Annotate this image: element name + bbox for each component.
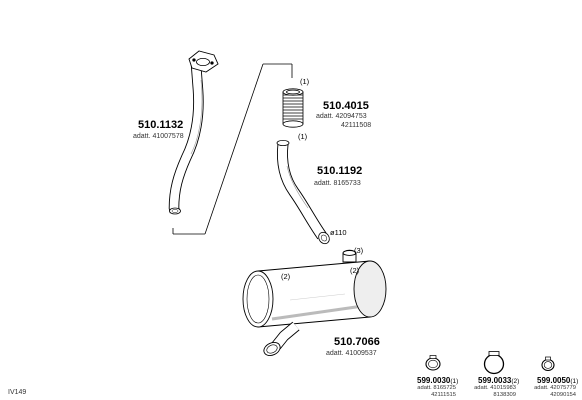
callout-510-1192: (1) xyxy=(298,132,308,141)
adaptable-599-0030-ref2: 42111515 xyxy=(431,392,456,398)
adaptable-510-1192: adatt. 8165733 xyxy=(314,180,361,187)
adaptable-510-7066: adatt. 41009537 xyxy=(326,350,377,357)
part-number-510-1192[interactable]: 510.1192 xyxy=(317,165,363,177)
flexible-pipe-510-4015[interactable] xyxy=(282,88,304,128)
adaptable-599-0030: adatt. 8165725 xyxy=(417,385,456,391)
group-bracket xyxy=(172,63,293,235)
adaptable-599-0050-ref2: 42090154 xyxy=(550,392,576,398)
adaptable-599-0033: adatt. 41015983 xyxy=(474,385,516,391)
diameter-label: ø110 xyxy=(330,228,347,237)
part-number-599-0050[interactable]: 599.0050(1) xyxy=(537,376,579,385)
callout-510-4015: (1) xyxy=(300,77,310,86)
diagram-code: IV149 xyxy=(8,389,27,396)
part-number-510-7066[interactable]: 510.7066 xyxy=(334,336,380,348)
adaptable-510-1132: adatt. 41007578 xyxy=(133,133,184,140)
callout-510-7066-2a: (2) xyxy=(281,272,291,281)
part-number-599-0030[interactable]: 599.0030(1) xyxy=(417,376,459,385)
clamp-599-0033-icon[interactable] xyxy=(483,351,505,375)
adaptable-510-4015-ref2: 42111508 xyxy=(341,122,372,129)
intermediate-pipe-510-1192[interactable] xyxy=(276,139,332,245)
adaptable-599-0050: adatt. 42075779 xyxy=(534,385,576,391)
downpipe-510-1132[interactable] xyxy=(168,50,219,215)
silencer-510-7066[interactable] xyxy=(242,249,387,358)
part-number-510-4015[interactable]: 510.4015 xyxy=(323,100,369,112)
callout-510-7066-3: (3) xyxy=(354,246,364,255)
clamp-599-0050-icon[interactable] xyxy=(541,356,555,372)
part-number-510-1132[interactable]: 510.1132 xyxy=(138,119,184,131)
part-number-599-0033[interactable]: 599.0033(2) xyxy=(478,376,520,385)
adaptable-510-4015: adatt. 42094753 xyxy=(316,113,367,120)
adaptable-599-0033-ref2: 8138309 xyxy=(493,392,516,398)
clamp-599-0030-icon[interactable] xyxy=(425,355,441,371)
callout-510-7066-2b: (2) xyxy=(350,266,360,275)
